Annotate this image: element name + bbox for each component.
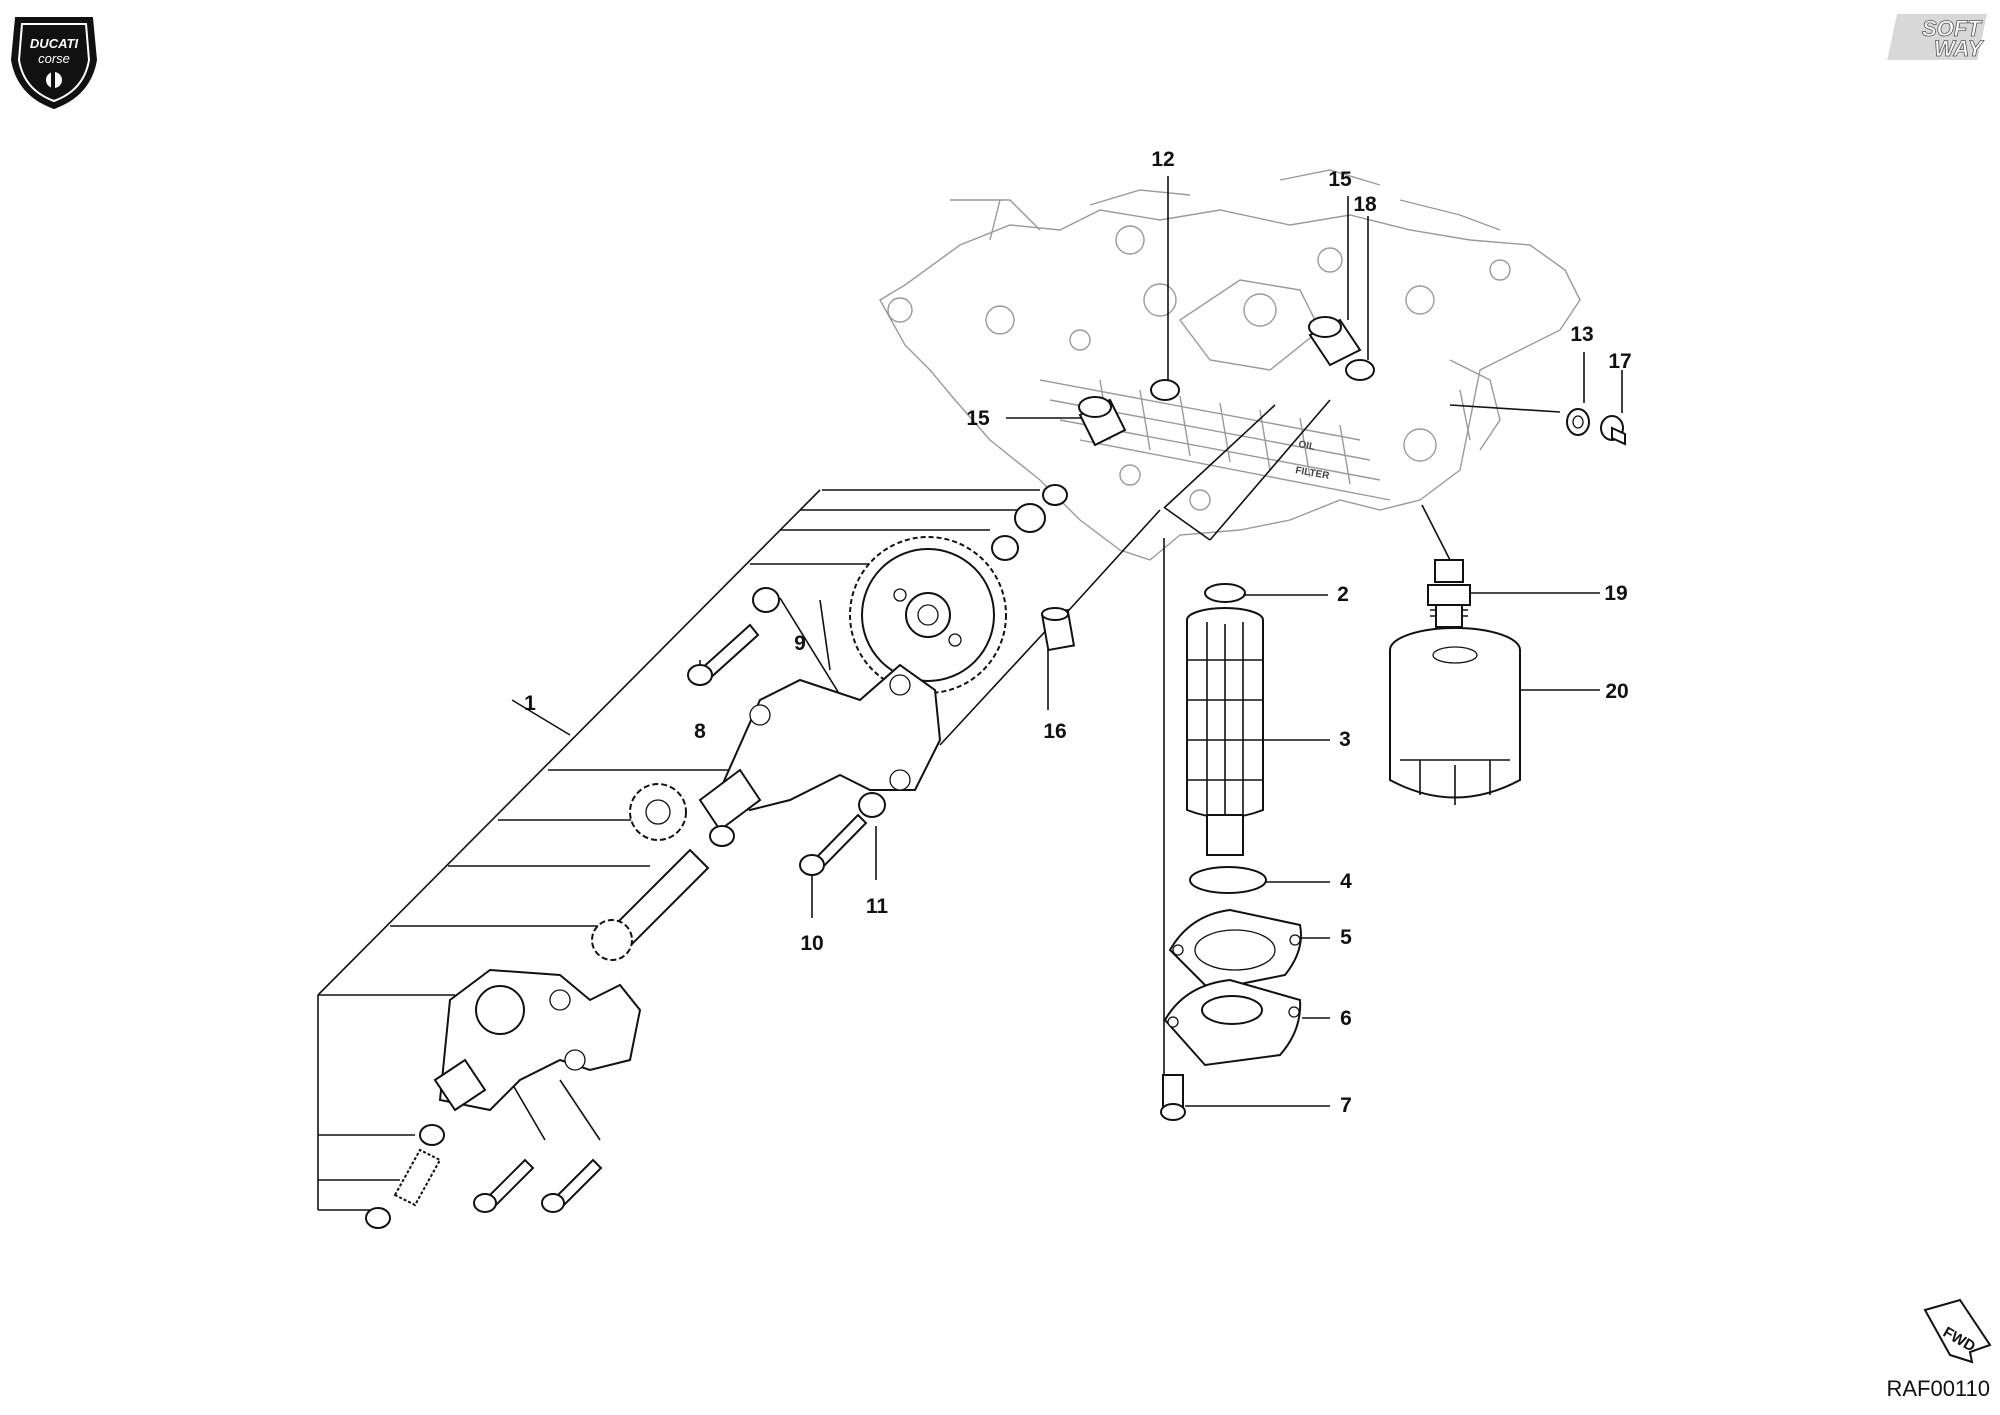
softway-line1: SOFT xyxy=(1922,16,1982,41)
forward-arrow-icon: FWD xyxy=(1923,1298,1992,1364)
part-10-screw xyxy=(799,813,868,876)
part-pump-screws xyxy=(473,1158,603,1213)
softway-line2: WAY xyxy=(1934,36,1985,61)
part-20-oil-filter-cartridge xyxy=(1389,627,1521,805)
crankcase-oil-text: OIL xyxy=(1297,439,1315,453)
part-3-mesh-filter xyxy=(1186,607,1264,856)
label-part-5: 5 xyxy=(1340,926,1352,949)
label-part-9: 9 xyxy=(794,632,806,655)
label-part-11: 11 xyxy=(866,895,889,918)
part-9-washer xyxy=(752,587,780,613)
part-pump-bracket xyxy=(698,663,942,832)
label-part-8: 8 xyxy=(694,720,706,743)
crankcase-filter-text: FILTER xyxy=(1294,465,1330,482)
part-7-screw xyxy=(1160,1074,1186,1121)
part-gear-washers xyxy=(991,484,1068,561)
part-5-gasket xyxy=(1168,908,1302,992)
part-8-screw xyxy=(687,623,760,686)
part-18-o-ring xyxy=(1345,359,1375,381)
label-part-18: 18 xyxy=(1353,193,1377,216)
part-11-washer xyxy=(858,792,886,818)
label-part-15-left: 15 xyxy=(966,407,990,430)
logo-brand-bottom: corse xyxy=(38,51,70,66)
engine-crankcase-outline xyxy=(879,169,1581,561)
drawing-code: RAF00110 xyxy=(1886,1376,1990,1401)
ducati-corse-logo: DUCATI corse xyxy=(10,17,98,110)
label-part-17: 17 xyxy=(1608,350,1631,373)
part-19-filter-union xyxy=(1427,559,1471,628)
label-leaders xyxy=(1185,592,1600,1107)
part-13-washer xyxy=(1566,408,1590,436)
part-12-o-ring xyxy=(1150,379,1180,401)
label-part-12: 12 xyxy=(1151,148,1174,171)
part-drive-gear xyxy=(849,536,1007,694)
logo-brand-top: DUCATI xyxy=(30,36,79,51)
part-pump-rotor xyxy=(629,783,735,847)
label-part-3: 3 xyxy=(1339,728,1351,751)
part-15-bushing-lower xyxy=(1078,396,1127,447)
part-17-plug xyxy=(1600,415,1626,446)
label-part-15-top: 15 xyxy=(1328,168,1352,191)
part-6-filter-cover xyxy=(1163,978,1302,1067)
label-part-2: 2 xyxy=(1337,583,1349,606)
label-part-20: 20 xyxy=(1605,680,1628,703)
part-15-bushing-upper xyxy=(1308,316,1362,367)
part-16-dowel xyxy=(1040,607,1076,652)
part-2-snap-ring xyxy=(1204,583,1246,603)
part-labels: 12 15 18 13 17 15 2 19 20 3 4 5 6 7 1 8 … xyxy=(524,148,1632,1117)
label-part-19: 19 xyxy=(1604,582,1627,605)
softway-logo: SOFT WAY xyxy=(1887,14,1988,61)
part-relief-valve xyxy=(365,1124,445,1229)
label-part-16: 16 xyxy=(1043,720,1066,743)
label-part-1: 1 xyxy=(524,692,536,715)
label-part-10: 10 xyxy=(800,932,823,955)
part-4-o-ring xyxy=(1189,866,1267,894)
label-part-6: 6 xyxy=(1340,1007,1352,1030)
label-part-4: 4 xyxy=(1340,870,1352,893)
part-pump-shaft xyxy=(591,848,710,961)
label-part-13: 13 xyxy=(1570,323,1593,346)
label-part-7: 7 xyxy=(1340,1094,1352,1117)
part-pump-body xyxy=(433,968,642,1112)
